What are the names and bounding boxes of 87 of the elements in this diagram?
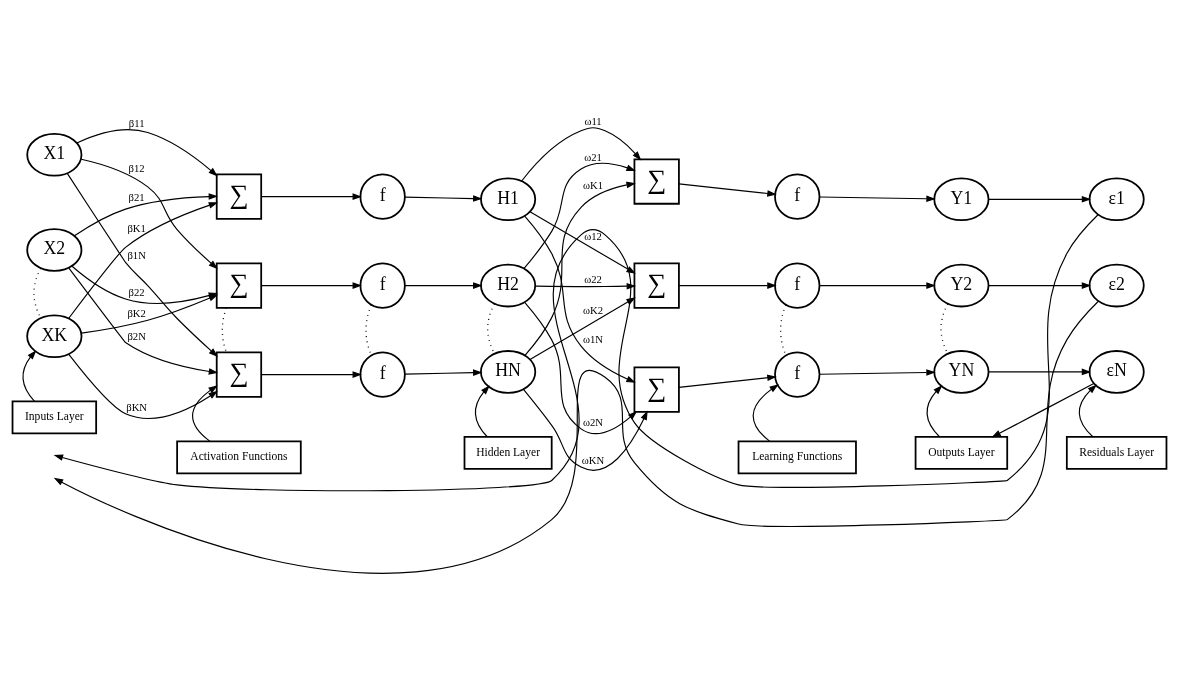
arrow — [73, 192, 219, 236]
node-box: Learning Functions — [737, 439, 857, 474]
edge-label: ωKN — [581, 453, 605, 466]
arrow — [523, 162, 636, 269]
arrow — [80, 158, 218, 269]
arrow — [752, 383, 779, 442]
edge-label: βKN — [126, 400, 148, 413]
edge-label: ω1N — [583, 332, 604, 345]
arrow — [524, 181, 636, 356]
node-box: ∑ — [215, 261, 263, 309]
node-box: ∑ — [633, 157, 680, 205]
arrow — [529, 296, 636, 360]
edge-label: ωK1 — [583, 178, 604, 191]
arrow — [260, 192, 362, 200]
arrow — [260, 281, 362, 289]
edge-label: ω11 — [584, 114, 602, 127]
node-ellipse: X1 — [26, 132, 83, 177]
node-box: Residuals Layer — [1065, 435, 1168, 470]
arrow — [192, 384, 218, 442]
arrow — [522, 388, 648, 471]
connector — [940, 302, 949, 354]
edge-label: ω2N — [583, 415, 604, 428]
node-box: Activation Functions — [176, 439, 302, 474]
arrow — [524, 214, 636, 383]
connector — [365, 303, 372, 356]
arrow — [678, 182, 777, 197]
arrow — [819, 281, 936, 289]
node-ellipse: ε2 — [1088, 263, 1145, 307]
arrow — [53, 213, 1099, 491]
node-circle: f — [774, 173, 821, 220]
arrow — [53, 300, 1099, 574]
node-ellipse: ε1 — [1088, 177, 1145, 221]
arrow — [926, 384, 943, 437]
arrow — [988, 368, 1092, 375]
arrow — [529, 210, 636, 274]
arrow — [988, 281, 1092, 289]
connector — [487, 302, 496, 354]
node-ellipse: H1 — [480, 177, 537, 221]
arrow — [68, 353, 218, 419]
arrow — [534, 282, 637, 289]
edge-label: β11 — [128, 116, 145, 129]
arrow — [1078, 383, 1097, 437]
node-box: Hidden Layer — [463, 435, 553, 470]
arrow — [404, 194, 483, 202]
node-box: Inputs Layer — [11, 399, 98, 434]
arrow — [404, 281, 483, 289]
arrow — [474, 384, 490, 437]
arrow — [678, 281, 777, 289]
arrow — [404, 368, 483, 376]
edge-label: ω22 — [584, 272, 602, 285]
node-ellipse: Y2 — [933, 263, 990, 307]
edge-label: β21 — [128, 190, 145, 203]
arrow — [819, 194, 936, 202]
arrow — [76, 128, 218, 177]
node-ellipse: X2 — [26, 227, 83, 272]
edge-label: β2N — [127, 329, 146, 342]
arrow — [988, 195, 1092, 203]
edge-label: ω12 — [584, 229, 602, 242]
connector — [779, 303, 787, 356]
edge-label: β1N — [127, 248, 146, 261]
edge-label: ω21 — [584, 150, 602, 163]
node-ellipse: Y1 — [933, 177, 990, 221]
node-circle: f — [774, 350, 821, 398]
edge-label: βK2 — [127, 306, 146, 319]
arrow — [991, 382, 1095, 437]
node-circle: f — [359, 261, 406, 309]
arrow — [819, 368, 936, 376]
node-circle: f — [359, 173, 406, 220]
arrow — [524, 301, 638, 434]
edge-label: ωK2 — [583, 303, 604, 316]
arrow — [521, 126, 642, 182]
node-box: ∑ — [633, 261, 680, 309]
node-circle: f — [359, 350, 406, 398]
arrow — [260, 370, 362, 378]
node-box: ∑ — [633, 366, 680, 413]
connector — [221, 306, 228, 353]
arrow — [80, 294, 219, 334]
arrow — [678, 373, 777, 388]
node-box: ∑ — [215, 173, 263, 220]
edge-label: βK1 — [127, 221, 146, 234]
edge-label: β22 — [128, 285, 145, 298]
node-circle: f — [774, 261, 821, 309]
edge-label: β12 — [128, 161, 145, 174]
node-ellipse: H2 — [480, 263, 537, 307]
node-box: ∑ — [215, 350, 263, 398]
node-box: Outputs Layer — [914, 435, 1009, 470]
arrow — [22, 349, 37, 402]
